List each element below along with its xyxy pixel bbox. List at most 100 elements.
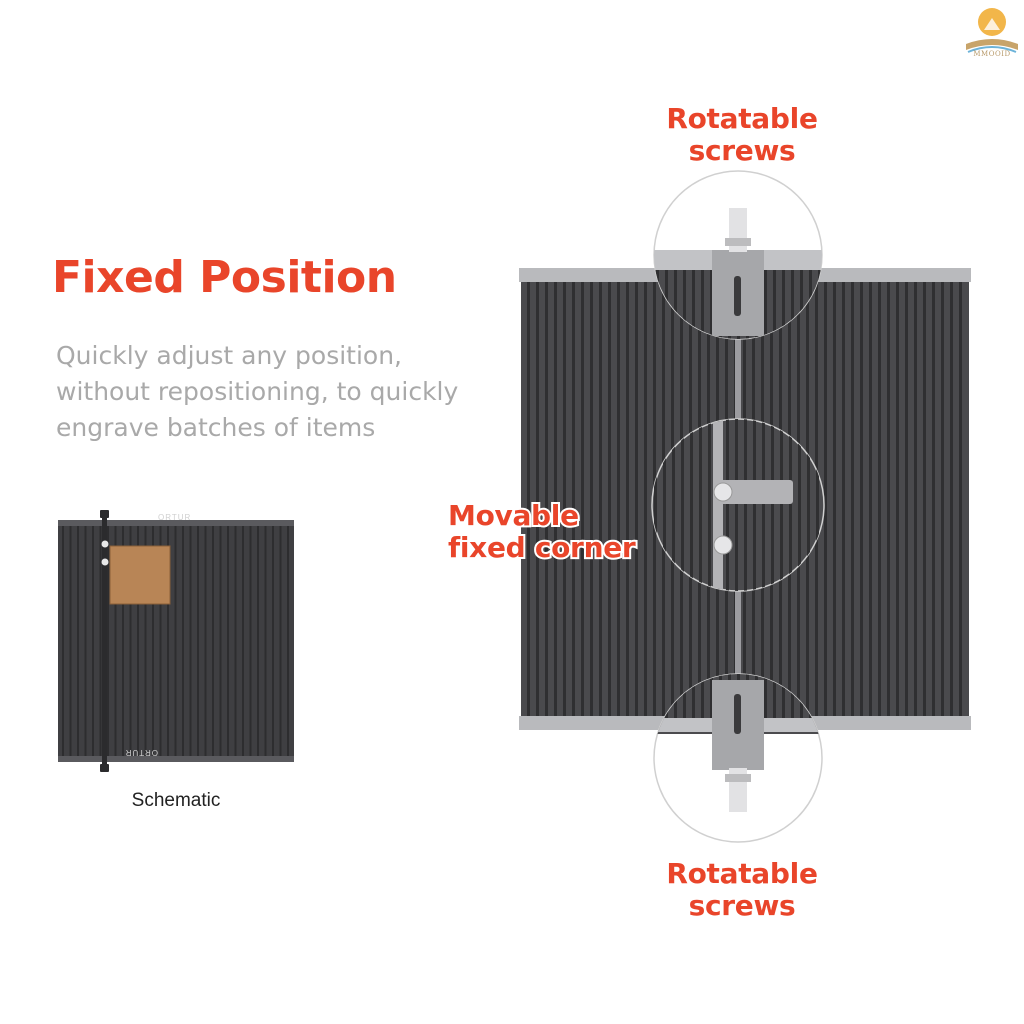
slat	[107, 526, 109, 756]
feature-description: Quickly adjust any position, without rep…	[56, 338, 516, 446]
callout-movable-fixed-corner: Movable fixed corner	[446, 498, 648, 566]
slat	[726, 419, 729, 591]
callout-line: Movable	[446, 498, 581, 534]
slat	[914, 282, 917, 716]
slat	[798, 419, 801, 591]
slat	[197, 526, 199, 756]
slat	[572, 282, 575, 716]
slat	[773, 674, 776, 718]
slat	[69, 526, 72, 756]
callout-line: screws	[688, 889, 796, 922]
slat	[764, 270, 767, 339]
slat	[701, 674, 704, 718]
slat	[536, 282, 539, 716]
callout-line: Rotatable	[666, 102, 818, 135]
slat	[264, 526, 267, 756]
description-line: engrave batches of items	[56, 413, 376, 442]
slat	[816, 419, 819, 591]
slat	[257, 526, 259, 756]
slat	[219, 526, 222, 756]
slat	[735, 419, 738, 591]
slat	[681, 419, 684, 591]
slat	[699, 419, 702, 591]
slat	[626, 282, 629, 716]
slat	[137, 526, 139, 756]
slat	[599, 282, 602, 716]
slat	[692, 270, 695, 339]
slat	[905, 282, 908, 716]
slat	[791, 674, 794, 718]
callout-line: Rotatable	[666, 857, 818, 890]
slat	[753, 419, 756, 591]
slat	[212, 526, 214, 756]
slat	[789, 419, 792, 591]
slat	[824, 282, 827, 716]
schematic-brand-top: ORTUR	[158, 513, 191, 522]
slat	[545, 282, 548, 716]
slat	[833, 282, 836, 716]
callout-rotatable-screws-top: Rotatable screws	[642, 103, 842, 167]
slat	[683, 674, 686, 718]
slat	[869, 282, 872, 716]
slat	[167, 526, 169, 756]
slat	[204, 526, 207, 756]
slat	[959, 282, 962, 716]
slat	[701, 270, 704, 339]
slat	[527, 282, 530, 716]
callout-line: fixed corner	[446, 530, 638, 566]
slat	[129, 526, 132, 756]
slat	[771, 419, 774, 591]
slat	[773, 270, 776, 339]
slat	[672, 419, 675, 591]
slat	[692, 674, 695, 718]
slat	[227, 526, 229, 756]
slat	[62, 526, 64, 756]
slat	[791, 270, 794, 339]
slat	[234, 526, 237, 756]
schematic-caption: Schematic	[131, 790, 221, 811]
slat	[644, 282, 647, 716]
slat	[782, 674, 785, 718]
honeycomb-panel-photo	[519, 170, 971, 843]
slat	[617, 282, 620, 716]
slat	[923, 282, 926, 716]
slat	[554, 282, 557, 716]
slat	[99, 526, 102, 756]
slat	[674, 270, 677, 339]
brand-logo-icon	[966, 8, 1018, 53]
headline-title: Fixed Position	[52, 252, 397, 303]
slat	[780, 419, 783, 591]
slat	[941, 282, 944, 716]
slat	[744, 419, 747, 591]
slat	[663, 419, 666, 591]
slat	[249, 526, 252, 756]
slat	[690, 419, 693, 591]
slat	[581, 282, 584, 716]
brand-logo-text: MMOOID	[973, 50, 1011, 58]
slat	[608, 282, 611, 716]
slat	[654, 419, 657, 591]
slat	[287, 526, 289, 756]
callout-rotatable-screws-bottom: Rotatable screws	[642, 858, 842, 922]
slat	[860, 282, 863, 716]
workpiece	[109, 545, 171, 605]
slat	[932, 282, 935, 716]
slat	[807, 419, 810, 591]
slat	[950, 282, 953, 716]
schematic-illustration: ORTUR ORTUR	[58, 510, 294, 772]
schematic-brand-bottom: ORTUR	[125, 748, 158, 757]
slat	[152, 526, 154, 756]
slat	[851, 282, 854, 716]
slat	[77, 526, 79, 756]
slat	[92, 526, 94, 756]
callout-line: screws	[688, 134, 796, 167]
slat	[878, 282, 881, 716]
slat	[242, 526, 244, 756]
slat	[708, 419, 711, 591]
slat	[710, 270, 713, 339]
slat	[159, 526, 162, 756]
slat	[800, 270, 803, 339]
slat	[683, 270, 686, 339]
slat	[896, 282, 899, 716]
description-line: Quickly adjust any position,	[56, 341, 403, 370]
